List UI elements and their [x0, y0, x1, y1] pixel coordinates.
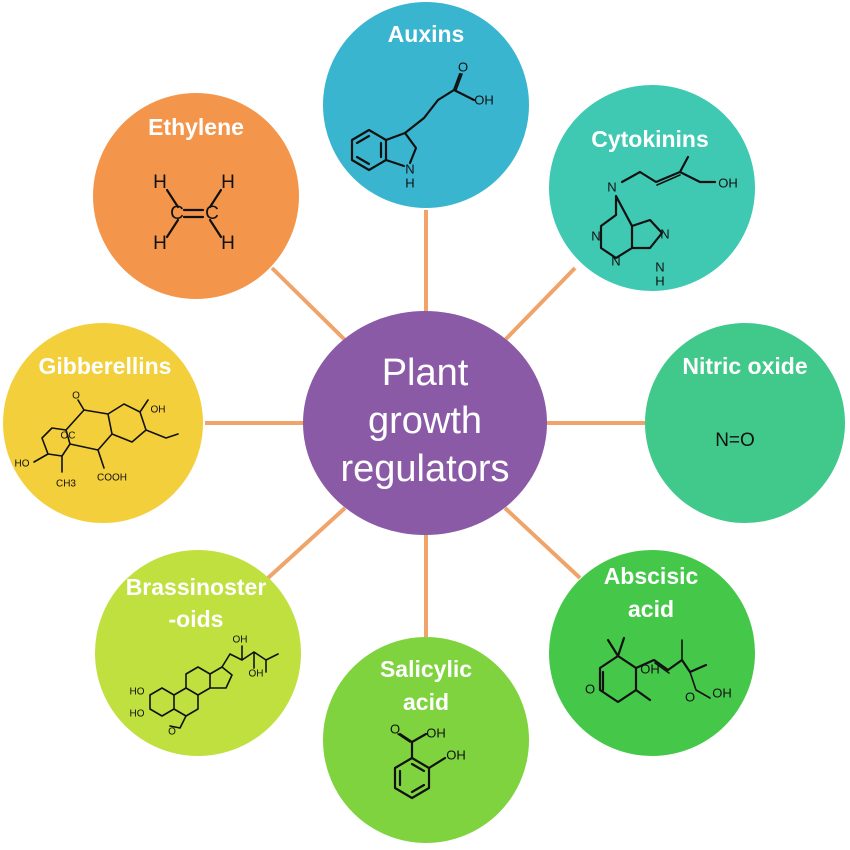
brassinosteroids-structure: HO HO OH OH O: [130, 635, 279, 738]
cytokinins-structure: N OH N N N N H: [591, 155, 738, 288]
spoke-ethylene: [270, 266, 347, 342]
ethylene-atom-c2: C: [205, 203, 219, 224]
ethylene-title: Ethylene: [148, 114, 244, 140]
salicylic-acid-circle: [323, 637, 529, 843]
brassinosteroids-title-1: Brassinoster: [126, 574, 267, 600]
brassinosteroids-atom-ho2: HO: [130, 709, 145, 720]
node-gibberellins: Gibberellins O OC OH HO CH3 COOH: [3, 323, 203, 523]
gibberellins-structure: O OC OH HO CH3 COOH: [15, 391, 179, 490]
salicylic-acid-atom-oh1: OH: [426, 725, 446, 740]
cytokinins-atom-oh: OH: [718, 175, 738, 190]
cytokinins-atom-n2: N: [611, 253, 620, 268]
abscisic-acid-title-1: Abscisic: [604, 563, 699, 589]
cytokinins-atom-n1: N: [591, 228, 600, 243]
auxins-atom-oh: OH: [474, 92, 494, 107]
node-abscisic-acid: Abscisic acid OH O O OH: [549, 550, 755, 756]
abscisic-acid-title-2: acid: [628, 596, 674, 622]
spokes: [205, 210, 648, 640]
cytokinins-title: Cytokinins: [591, 126, 709, 152]
brassinosteroids-circle: [95, 550, 301, 756]
ethylene-atom-h4: H: [221, 233, 235, 254]
nitric-oxide-formula: N=O: [715, 430, 755, 451]
salicylic-acid-title-1: Salicylic: [380, 656, 472, 682]
cytokinins-atom-n4: N: [655, 259, 664, 274]
abscisic-acid-atom-oh: OH: [640, 661, 660, 676]
salicylic-acid-title-2: acid: [403, 689, 449, 715]
node-ethylene: Ethylene C C H H H H: [93, 93, 299, 299]
salicylic-acid-structure: O OH OH: [390, 721, 466, 800]
salicylic-acid-atom-o: O: [390, 721, 400, 736]
auxins-atom-h: H: [405, 175, 414, 190]
spoke-brassinosteroids: [266, 506, 347, 580]
ethylene-atom-h2: H: [221, 172, 235, 193]
cytokinins-atom-h2: H: [655, 273, 664, 288]
ethylene-atom-c1: C: [170, 203, 184, 224]
node-auxins: Auxins O OH N H: [323, 2, 529, 208]
auxins-atom-o: O: [458, 59, 468, 74]
brassinosteroids-atom-oh1: OH: [233, 635, 248, 646]
auxins-title: Auxins: [388, 21, 465, 47]
gibberellins-title: Gibberellins: [39, 353, 172, 379]
spoke-cytokinins: [503, 266, 577, 342]
brassinosteroids-title-2: -oids: [169, 606, 224, 632]
brassinosteroids-atom-o: O: [168, 727, 176, 738]
cytokinins-atom-n: N: [607, 179, 616, 194]
ethylene-circle: [93, 93, 299, 299]
salicylic-acid-atom-oh2: OH: [446, 747, 466, 762]
spoke-abscisic-acid: [503, 506, 582, 580]
gibberellins-atom-co: OC: [61, 431, 76, 442]
auxins-atom-n: N: [405, 161, 414, 176]
hub-line-3: regulators: [341, 448, 510, 490]
hub-line-1: Plant: [382, 352, 469, 394]
gibberellins-circle: [3, 323, 203, 523]
brassinosteroids-atom-ho1: HO: [130, 687, 145, 698]
node-nitric-oxide: Nitric oxide N=O: [645, 323, 845, 523]
nitric-oxide-circle: [645, 323, 845, 523]
node-salicylic-acid: Salicylic acid O OH OH: [323, 637, 529, 843]
auxins-circle: [323, 2, 529, 208]
gibberellins-atom-cooh: COOH: [97, 473, 127, 484]
gibberellins-atom-o: O: [72, 391, 80, 402]
node-brassinosteroids: Brassinoster -oids HO HO OH OH O: [95, 550, 301, 756]
ethylene-atom-h1: H: [153, 172, 167, 193]
nitric-oxide-title: Nitric oxide: [682, 353, 807, 379]
ethylene-atom-h3: H: [153, 233, 167, 254]
abscisic-acid-atom-cooh-oh: OH: [712, 685, 732, 700]
abscisic-acid-atom-cooh-o: O: [685, 689, 695, 704]
gibberellins-atom-oh: OH: [151, 405, 166, 416]
ethylene-structure: C C H H H H: [153, 172, 235, 254]
hub-circle: [303, 311, 547, 535]
hub-line-2: growth: [368, 400, 482, 442]
cytokinins-atom-n3: N: [660, 226, 669, 241]
node-cytokinins: Cytokinins N OH N N N N H: [549, 85, 755, 291]
gibberellins-atom-ho: HO: [15, 459, 30, 470]
abscisic-acid-atom-o: O: [585, 681, 595, 696]
gibberellins-atom-ch3: CH3: [56, 479, 76, 490]
abscisic-acid-circle: [549, 550, 755, 756]
brassinosteroids-atom-oh2: OH: [249, 669, 264, 680]
auxins-structure: O OH N H: [350, 59, 494, 190]
abscisic-acid-structure: OH O O OH: [585, 636, 732, 704]
hub: Plant growth regulators: [303, 311, 547, 535]
